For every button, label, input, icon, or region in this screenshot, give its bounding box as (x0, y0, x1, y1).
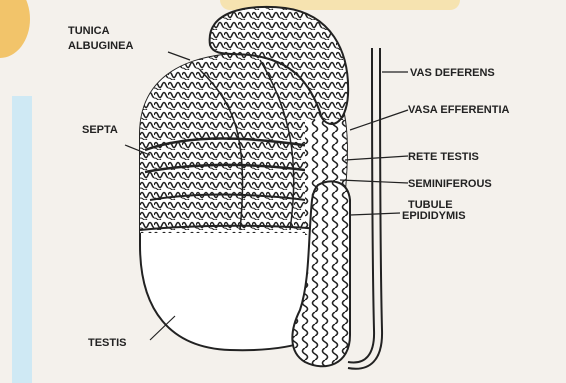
label-tunica-albuginea-2: ALBUGINEA (68, 40, 133, 52)
label-testis: TESTIS (88, 337, 127, 349)
label-epididymis: EPIDIDYMIS (402, 210, 466, 222)
label-septa: SEPTA (82, 124, 118, 136)
label-tunica-albuginea-1: TUNICA (68, 25, 110, 37)
label-vasa-efferentia: VASA EFFERENTIA (408, 104, 510, 116)
label-seminiferous-tubule-1: SEMINIFEROUS (408, 178, 492, 190)
vas-deferens (348, 48, 374, 363)
label-vas-deferens: VAS DEFERENS (410, 67, 495, 79)
label-rete-testis: RETE TESTIS (408, 151, 479, 163)
